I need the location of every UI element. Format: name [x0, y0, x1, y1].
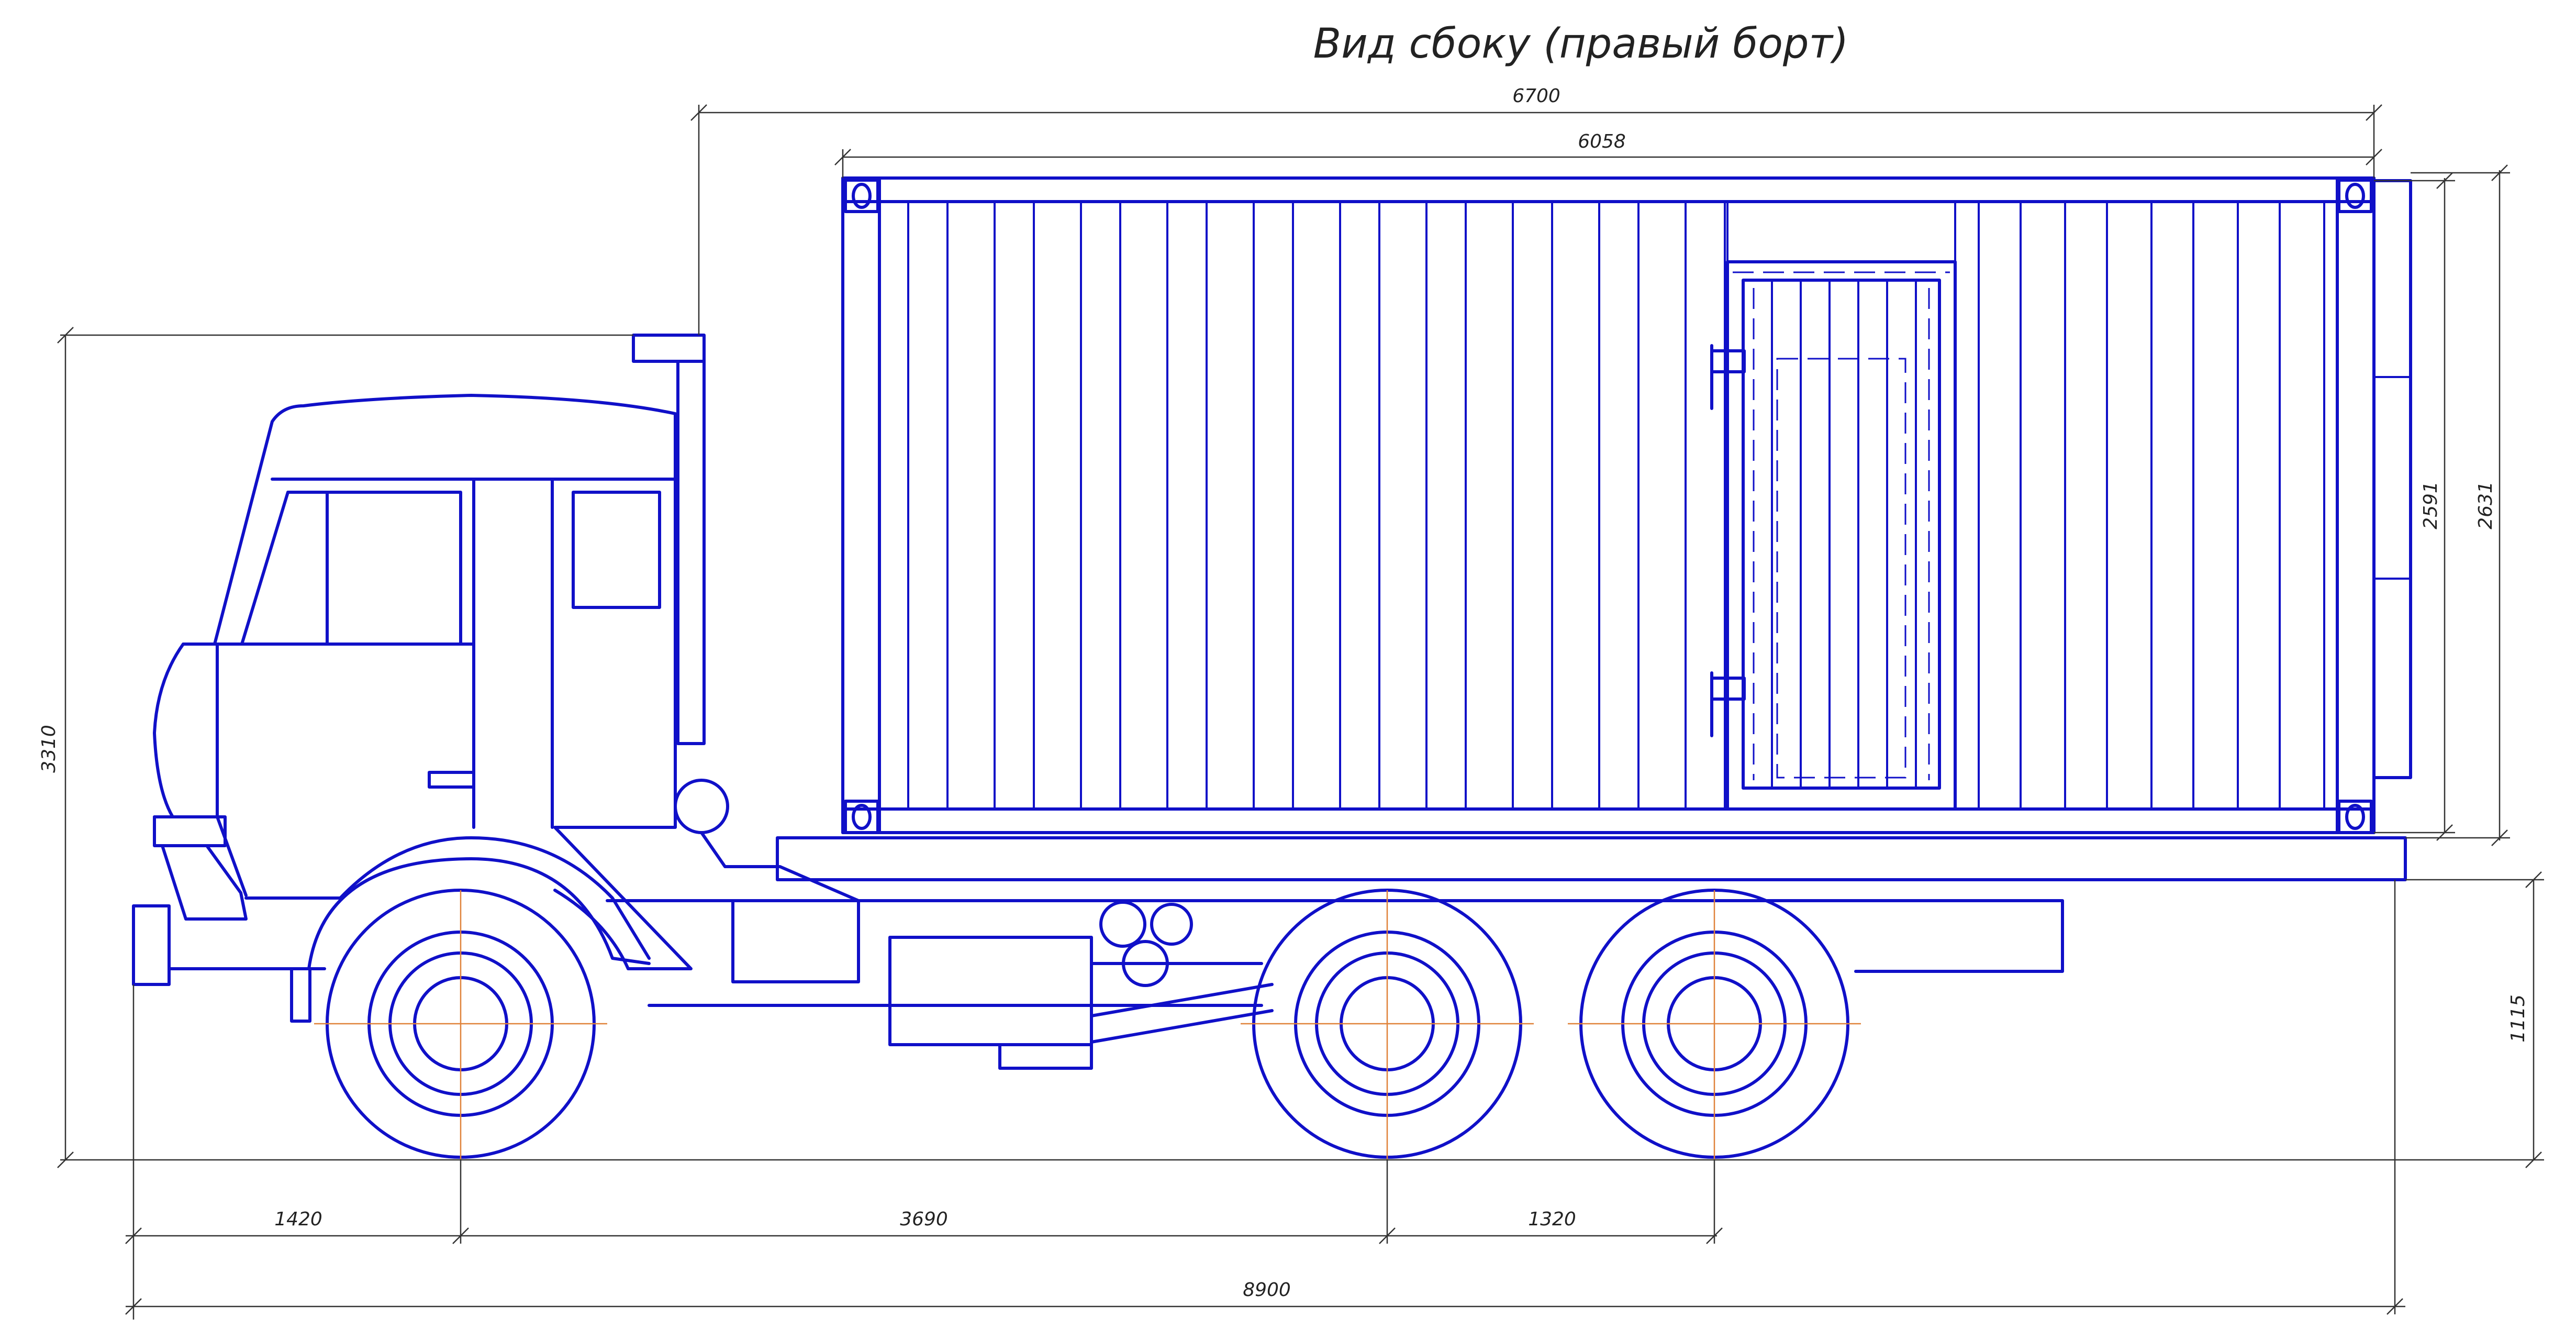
chassis — [606, 899, 2064, 1070]
drawing-title: Вид сбоку (правый борт) — [1313, 20, 1849, 68]
dim-1420: 1420 — [274, 1209, 322, 1230]
dim-6700: 6700 — [1512, 85, 1560, 107]
dim-3690: 3690 — [900, 1209, 948, 1230]
container — [841, 176, 2412, 834]
dimension-lines — [57, 104, 2544, 1320]
front-wheel — [314, 889, 607, 1160]
container-door — [1710, 202, 1957, 811]
truck-cab — [132, 334, 860, 1023]
rear-wheel — [1568, 889, 1861, 1160]
middle-wheel — [1241, 889, 1534, 1160]
dim-6058: 6058 — [1578, 131, 1626, 152]
dim-2591: 2591 — [2420, 481, 2441, 529]
cargo-platform — [776, 836, 2407, 881]
dim-8900: 8900 — [1243, 1279, 1291, 1301]
dim-3310: 3310 — [38, 725, 60, 773]
dim-2631: 2631 — [2475, 481, 2496, 529]
dim-1320: 1320 — [1528, 1209, 1576, 1230]
dim-1115: 1115 — [2507, 994, 2529, 1043]
